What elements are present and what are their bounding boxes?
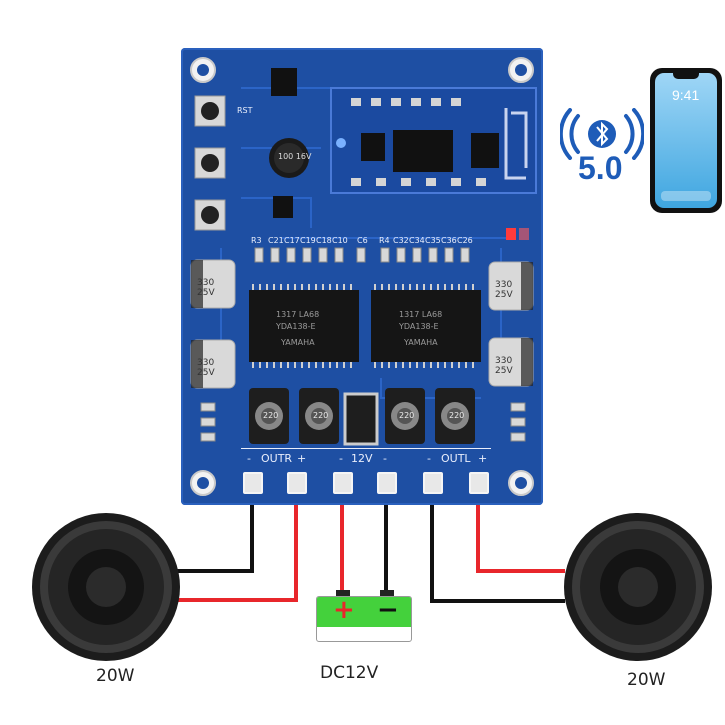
chip-right-brand: YAMAHA <box>404 338 438 347</box>
chip-left-brand: YAMAHA <box>281 338 315 347</box>
inductor-label-3: 220 <box>399 411 415 420</box>
board-artwork <box>190 57 537 496</box>
terminal-power-minus <box>377 472 397 494</box>
cap-label-c35: C35 <box>425 236 441 245</box>
terminal-outr-plus <box>287 472 307 494</box>
power-label: 12V <box>351 452 373 465</box>
right-speaker-red-wire <box>476 485 565 573</box>
power-minus-label-2: - <box>383 452 387 465</box>
left-speaker-black-wire <box>176 485 254 573</box>
terminal-outr-minus <box>243 472 263 494</box>
right-speaker-black-wire <box>430 485 565 603</box>
phone-notch <box>673 73 699 79</box>
chip-right-code: 1317 LA68 <box>399 310 443 319</box>
battery-terminal-plus <box>336 590 350 596</box>
inductor-label-4: 220 <box>449 411 465 420</box>
smartphone: 9:41 <box>650 68 722 213</box>
left-speaker-red-wire <box>176 485 298 602</box>
terminal-power-plus <box>333 472 353 494</box>
cap-label-c10: C10 <box>332 236 348 245</box>
cap-label-r4: R4 <box>379 236 390 245</box>
phone-time: 9:41 <box>672 87 700 103</box>
inductor-label-2: 220 <box>313 411 329 420</box>
push-buttons <box>194 95 226 231</box>
battery-terminal-minus <box>380 590 394 596</box>
battery-body: + − <box>316 596 412 642</box>
cap-text-top-right: 330 25V <box>495 280 513 300</box>
battery-plus-sign: + <box>333 596 355 625</box>
chip-right-model: YDA138-E <box>399 322 439 331</box>
cap-label-r3: R3 <box>251 236 262 245</box>
cap-label-c36: C36 <box>441 236 457 245</box>
battery-minus-sign: − <box>377 596 399 625</box>
cap-label-c21: C21 <box>268 236 284 245</box>
inductors <box>249 388 475 444</box>
cap-label-c26: C26 <box>457 236 473 245</box>
inductor-label-1: 220 <box>263 411 279 420</box>
large-capacitors <box>190 259 534 389</box>
outr-plus-label: + <box>297 452 307 465</box>
cap-label-c4: 100 16V <box>278 152 312 161</box>
terminal-outl-minus <box>423 472 443 494</box>
right-speaker <box>564 513 712 661</box>
amplifier-chips <box>249 290 481 362</box>
phone-screen: 9:41 <box>655 73 717 208</box>
cap-text-bottom-left: 330 25V <box>197 358 215 378</box>
battery: + − <box>316 590 412 642</box>
right-speaker-label: 20W <box>627 670 666 690</box>
bluetooth-version: 5.0 <box>578 150 623 186</box>
left-speaker-label: 20W <box>96 666 135 686</box>
bluetooth-icon <box>560 108 644 160</box>
cap-label-c18: C18 <box>316 236 332 245</box>
terminal-outl-plus <box>469 472 489 494</box>
cap-label-c6: C6 <box>357 236 368 245</box>
outl-label: OUTL <box>441 452 471 465</box>
outr-minus-label: - <box>247 452 251 465</box>
cap-label-c19: C19 <box>300 236 316 245</box>
left-speaker <box>32 513 180 661</box>
outl-plus-label: + <box>478 452 488 465</box>
battery-label: DC12V <box>320 663 379 683</box>
cap-text-bottom-right: 330 25V <box>495 356 513 376</box>
amplifier-board: RST 100 16V R3 C21 C17 C19 C18 C10 C6 R4… <box>181 48 543 505</box>
power-minus-label: - <box>339 452 343 465</box>
outl-minus-label: - <box>427 452 431 465</box>
rst-label: RST <box>237 106 253 115</box>
cap-label-c32: C32 <box>393 236 409 245</box>
outr-label: OUTR <box>261 452 293 465</box>
cap-label-c34: C34 <box>409 236 425 245</box>
phone-dock <box>661 191 711 201</box>
chip-left-code: 1317 LA68 <box>276 310 320 319</box>
chip-left-model: YDA138-E <box>276 322 316 331</box>
cap-label-c17: C17 <box>284 236 300 245</box>
cap-text-top-left: 330 25V <box>197 278 215 298</box>
